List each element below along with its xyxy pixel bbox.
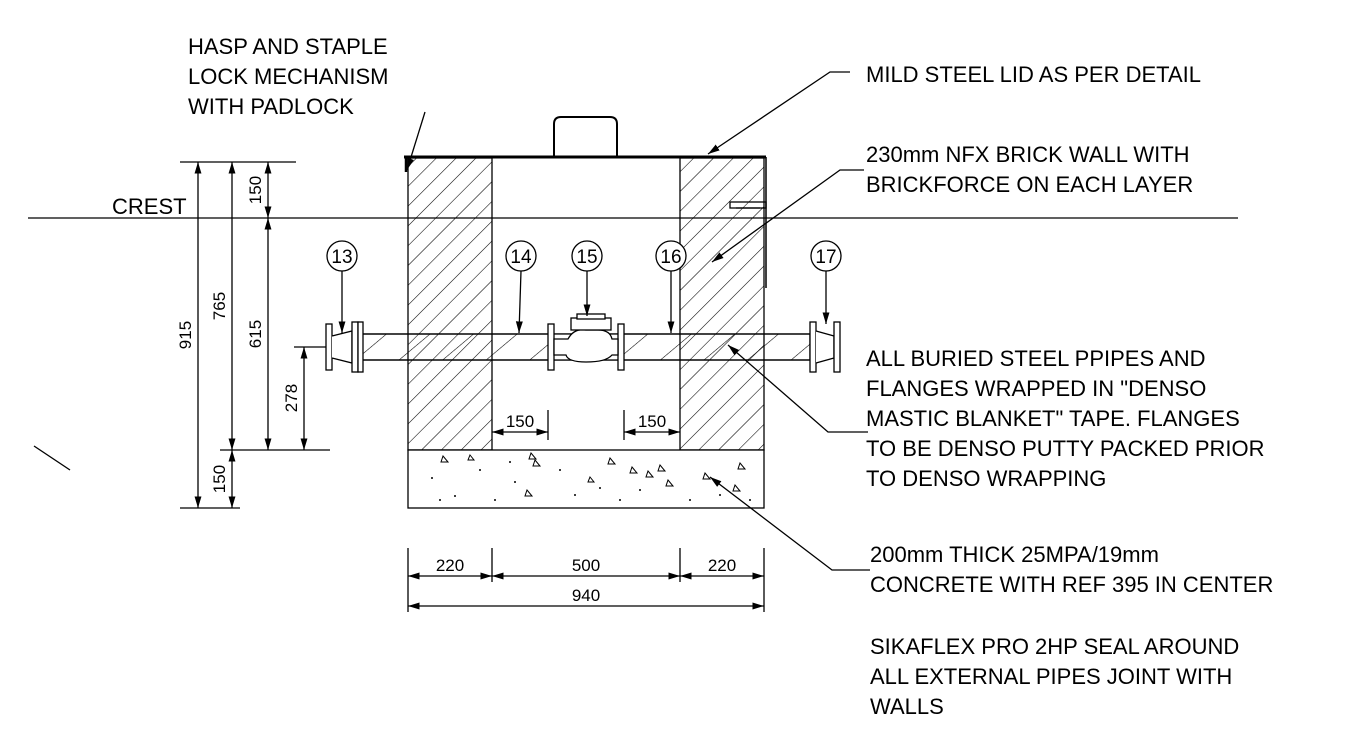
- flange-right: [809, 321, 817, 373]
- dim-150-inner-right: 150: [638, 412, 666, 431]
- dim-150-inner-left: 150: [506, 412, 534, 431]
- concrete-note-line-2: CONCRETE WITH REF 395 IN CENTER: [870, 572, 1273, 597]
- dim-615: 615: [246, 320, 265, 348]
- hasp-note-line-2: LOCK MECHANISM: [188, 64, 388, 89]
- leader-lid: [707, 71, 850, 155]
- bubble-13-label: 13: [331, 247, 352, 268]
- dim-220-right: 220: [708, 556, 736, 575]
- concrete-aggregate: [440, 451, 747, 497]
- bubble-15-label: 15: [576, 247, 597, 268]
- pipes-note-line-1: ALL BURIED STEEL PPIPES AND: [866, 346, 1206, 371]
- hasp-note-line-1: HASP AND STAPLE: [188, 34, 388, 59]
- bubble-14-label: 14: [510, 247, 532, 268]
- sika-note-line-2: ALL EXTERNAL PIPES JOINT WITH: [870, 664, 1232, 689]
- pipes-note-line-5: TO DENSO WRAPPING: [866, 466, 1106, 491]
- brick-note-line-2: BRICKFORCE ON EACH LAYER: [866, 172, 1193, 197]
- bubble-17-label: 17: [815, 247, 836, 268]
- left-brick-wall: [407, 157, 493, 451]
- leader-hasp: [406, 111, 426, 171]
- flange-meter-left: [547, 323, 555, 371]
- dim-915: 915: [176, 321, 195, 349]
- leader-brick: [711, 169, 864, 263]
- flange-left-outer: [325, 323, 333, 371]
- pipes-note-line-3: MASTIC BLANKET" TAPE. FLANGES: [866, 406, 1240, 431]
- sika-note-line-3: WALLS: [870, 694, 944, 719]
- dim-150-bottom-left: 150: [210, 465, 229, 493]
- bubble-16-label: 16: [660, 247, 681, 268]
- lid-note: MILD STEEL LID AS PER DETAIL: [866, 62, 1201, 87]
- dim-150-top: 150: [246, 176, 265, 204]
- crest-label: CREST: [112, 194, 187, 219]
- leader-pipes: [727, 344, 868, 433]
- pipes-note-line-4: TO BE DENSO PUTTY PACKED PRIOR: [866, 436, 1265, 461]
- reducer-left: [331, 330, 353, 364]
- lid-handle: [553, 116, 618, 157]
- dim-220-left: 220: [436, 556, 464, 575]
- concrete-note-line-1: 200mm THICK 25MPA/19mm: [870, 542, 1159, 567]
- dim-765: 765: [210, 292, 229, 320]
- hasp-note-line-3: WITH PADLOCK: [188, 94, 354, 119]
- sika-note-line-1: SIKAFLEX PRO 2HP SEAL AROUND: [870, 634, 1239, 659]
- pipes-note-line-2: FLANGES WRAPPED IN "DENSO: [866, 376, 1206, 401]
- dim-500: 500: [572, 556, 600, 575]
- reducer-right: [815, 330, 835, 364]
- dim-940: 940: [572, 586, 600, 605]
- dim-278: 278: [282, 384, 301, 412]
- leader-concrete: [709, 476, 870, 571]
- brick-note-line-1: 230mm NFX BRICK WALL WITH: [866, 142, 1190, 167]
